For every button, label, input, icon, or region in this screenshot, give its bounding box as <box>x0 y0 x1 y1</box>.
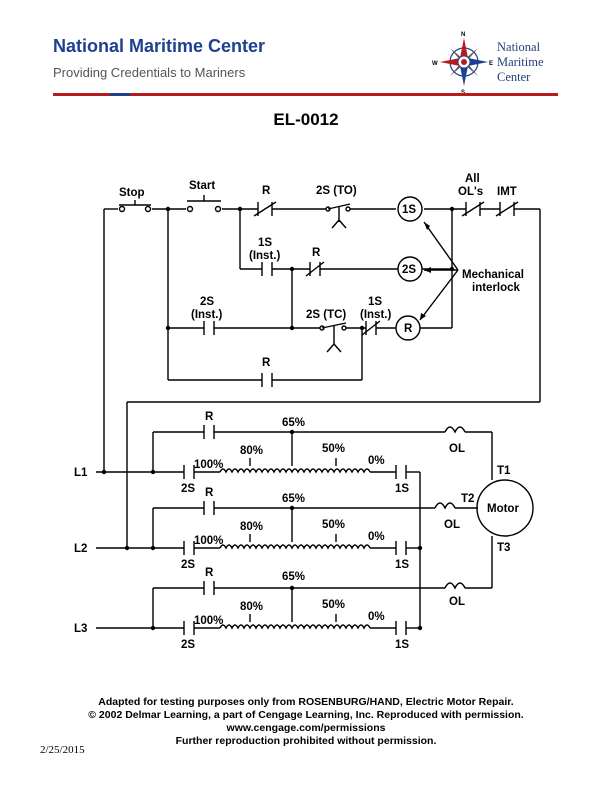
label-65-p2: 65% <box>282 493 305 505</box>
label-100-p2: 100% <box>194 535 223 547</box>
label-stop: Stop <box>119 187 145 199</box>
label-0-p3: 0% <box>368 611 385 623</box>
label-r-p3: R <box>205 567 214 579</box>
footer-credits: Adapted for testing purposes only from R… <box>70 696 542 748</box>
label-t3: T3 <box>497 542 510 554</box>
label-1s-p1: 1S <box>395 483 409 495</box>
label-motor: Motor <box>487 503 519 515</box>
label-coil-1s: 1S <box>402 204 416 216</box>
label-2s-to: 2S (TO) <box>316 185 357 197</box>
label-imt: IMT <box>497 186 517 198</box>
logo-text-line: National <box>497 40 541 54</box>
label-interlock: interlock <box>472 282 521 294</box>
label-65-p1: 65% <box>282 417 305 429</box>
label-80-p2: 80% <box>240 521 263 533</box>
label-1s-inst-b: (Inst.) <box>249 250 280 262</box>
label-all: All <box>465 173 480 185</box>
header-rule <box>53 93 558 96</box>
org-name: National Maritime Center <box>53 36 266 56</box>
label-50-p3: 50% <box>322 599 345 611</box>
label-r-p1: R <box>205 411 214 423</box>
document-date: 2/25/2015 <box>40 744 85 756</box>
label-ol-p1: OL <box>449 443 465 455</box>
label-coil-2s: 2S <box>402 264 416 276</box>
label-l1: L1 <box>74 467 88 479</box>
label-1s-inst-d: (Inst.) <box>360 309 391 321</box>
label-r-seal: R <box>262 357 271 369</box>
label-50-p1: 50% <box>322 443 345 455</box>
label-mechanical: Mechanical <box>462 269 524 281</box>
label-100-p3: 100% <box>194 615 223 627</box>
label-2s-inst-a: 2S <box>200 296 214 308</box>
label-0-p1: 0% <box>368 455 385 467</box>
label-r-contact-2: R <box>312 247 321 259</box>
header-rule-accent <box>110 93 130 96</box>
label-2s-inst-b: (Inst.) <box>191 309 222 321</box>
footer-line: Adapted for testing purposes only from R… <box>98 696 514 708</box>
label-r-p2: R <box>205 487 214 499</box>
label-1s-inst-a: 1S <box>258 237 272 249</box>
label-80-p3: 80% <box>240 601 263 613</box>
footer-line: www.cengage.com/permissions <box>226 722 386 734</box>
label-1s-p3: 1S <box>395 639 409 651</box>
label-65-p3: 65% <box>282 571 305 583</box>
label-2s-tc: 2S (TC) <box>306 309 346 321</box>
label-ol-p3: OL <box>449 596 465 608</box>
label-50-p2: 50% <box>322 519 345 531</box>
label-80-p1: 80% <box>240 445 263 457</box>
label-r-contact: R <box>262 185 271 197</box>
logo-text: National Maritime Center <box>497 40 544 85</box>
document-id: EL-0012 <box>273 110 339 129</box>
label-l2: L2 <box>74 543 87 555</box>
label-2s-p3: 2S <box>181 639 195 651</box>
label-2s-p2: 2S <box>181 559 195 571</box>
org-tagline: Providing Credentials to Mariners <box>53 65 246 80</box>
footer-line: © 2002 Delmar Learning, a part of Cengag… <box>88 709 524 721</box>
label-0-p2: 0% <box>368 531 385 543</box>
label-ol-p2: OL <box>444 519 460 531</box>
logo-text-line: Maritime <box>497 55 544 69</box>
label-coil-r: R <box>404 323 413 335</box>
label-2s-p1: 2S <box>181 483 195 495</box>
logo-text-line: Center <box>497 70 531 84</box>
label-l3: L3 <box>74 623 87 635</box>
label-100-p1: 100% <box>194 459 223 471</box>
label-start: Start <box>189 180 215 192</box>
label-1s-p2: 1S <box>395 559 409 571</box>
label-1s-inst-c: 1S <box>368 296 382 308</box>
label-t1: T1 <box>497 465 511 477</box>
footer-line: Further reproduction prohibited without … <box>175 735 437 747</box>
label-ols: OL's <box>458 186 483 198</box>
label-t2: T2 <box>461 493 474 505</box>
